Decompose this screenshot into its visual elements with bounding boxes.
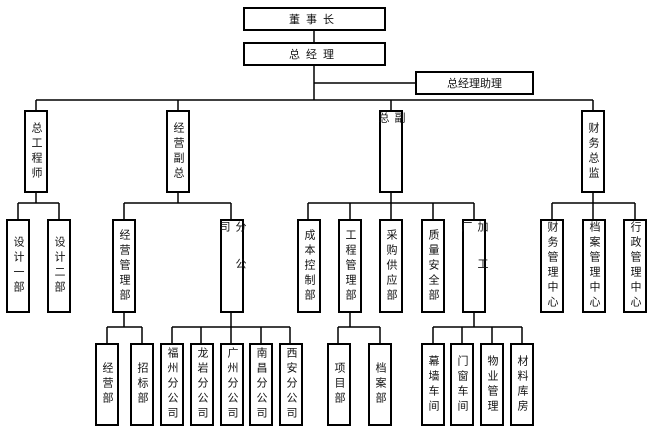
procurement-dept-box: 采购供应部 — [379, 219, 403, 313]
box-label: 设计一部 — [12, 236, 25, 296]
box-label: 南昌分公司 — [255, 347, 268, 422]
archive-center-box: 档案管理中心 — [582, 219, 606, 313]
vice-president-box: 副总 — [377, 110, 406, 193]
box-label: 经营副总 — [172, 121, 185, 182]
box-label: 西安分公司 — [285, 347, 298, 422]
box-label: 物业管理 — [486, 354, 499, 415]
design-dept-2-box: 设计二部 — [47, 219, 71, 313]
business-mgmt-dept-box: 经营管理部 — [112, 219, 136, 313]
design-dept-1-box: 设计一部 — [6, 219, 30, 313]
box-label: 档案管理中心 — [588, 221, 601, 311]
engineering-mgmt-dept-box: 工程管理部 — [338, 219, 362, 313]
finance-center-box: 财务管理中心 — [540, 219, 564, 313]
box-label: 福州分公司 — [166, 347, 179, 422]
box-label: 广州分公司 — [226, 347, 239, 422]
box-label: 幕墙车间 — [427, 354, 440, 415]
box-label: 档案部 — [374, 362, 387, 407]
box-label: 材料库房 — [516, 354, 529, 415]
box-label: 招标部 — [136, 362, 149, 407]
project-dept-box: 项目部 — [327, 343, 351, 426]
box-label: 经营管理部 — [118, 228, 131, 304]
business-dept-box: 经营部 — [95, 343, 119, 426]
branch-company-box: 分公司 — [218, 219, 247, 313]
general-manager-box: 总经理 — [243, 42, 386, 66]
box-label: 工程管理部 — [344, 228, 357, 304]
longyan-branch-box: 龙岩分公司 — [190, 343, 214, 426]
factory-box: 加工厂 — [460, 219, 489, 313]
chairman-label: 董事长 — [289, 13, 340, 26]
door-window-workshop-box: 门窗车间 — [450, 343, 474, 426]
chairman-box: 董事长 — [243, 7, 386, 31]
box-label: 设计二部 — [53, 236, 66, 296]
nanchang-branch-box: 南昌分公司 — [249, 343, 273, 426]
box-label: 副总 — [377, 112, 406, 171]
gm-assistant-label: 总经理助理 — [447, 77, 502, 90]
fuzhou-branch-box: 福州分公司 — [160, 343, 184, 426]
cfo-box: 财务总监 — [581, 110, 605, 193]
box-label: 质量安全部 — [427, 228, 440, 304]
property-mgmt-box: 物业管理 — [480, 343, 504, 426]
xian-branch-box: 西安分公司 — [279, 343, 303, 426]
box-label: 财务总监 — [587, 121, 600, 182]
box-label: 经营部 — [101, 362, 114, 407]
material-warehouse-box: 材料库房 — [510, 343, 534, 426]
general-manager-label: 总经理 — [289, 48, 340, 61]
box-label: 龙岩分公司 — [196, 347, 209, 422]
bidding-dept-box: 招标部 — [130, 343, 154, 426]
chief-engineer-box: 总工程师 — [24, 110, 48, 193]
quality-safety-dept-box: 质量安全部 — [421, 219, 445, 313]
gm-assistant-box: 总经理助理 — [415, 71, 534, 95]
cost-control-dept-box: 成本控制部 — [297, 219, 321, 313]
archive-dept-box: 档案部 — [368, 343, 392, 426]
box-label: 加工厂 — [460, 221, 489, 295]
box-label: 总工程师 — [30, 121, 43, 182]
box-label: 门窗车间 — [456, 354, 469, 415]
admin-center-box: 行政管理中心 — [623, 219, 647, 313]
box-label: 成本控制部 — [303, 228, 316, 304]
guangzhou-branch-box: 广州分公司 — [220, 343, 244, 426]
business-vp-box: 经营副总 — [166, 110, 190, 193]
curtain-wall-workshop-box: 幕墙车间 — [421, 343, 445, 426]
box-label: 采购供应部 — [385, 228, 398, 304]
box-label: 行政管理中心 — [629, 221, 642, 311]
box-label: 财务管理中心 — [546, 221, 559, 311]
box-label: 分公司 — [218, 221, 247, 295]
box-label: 项目部 — [333, 362, 346, 407]
